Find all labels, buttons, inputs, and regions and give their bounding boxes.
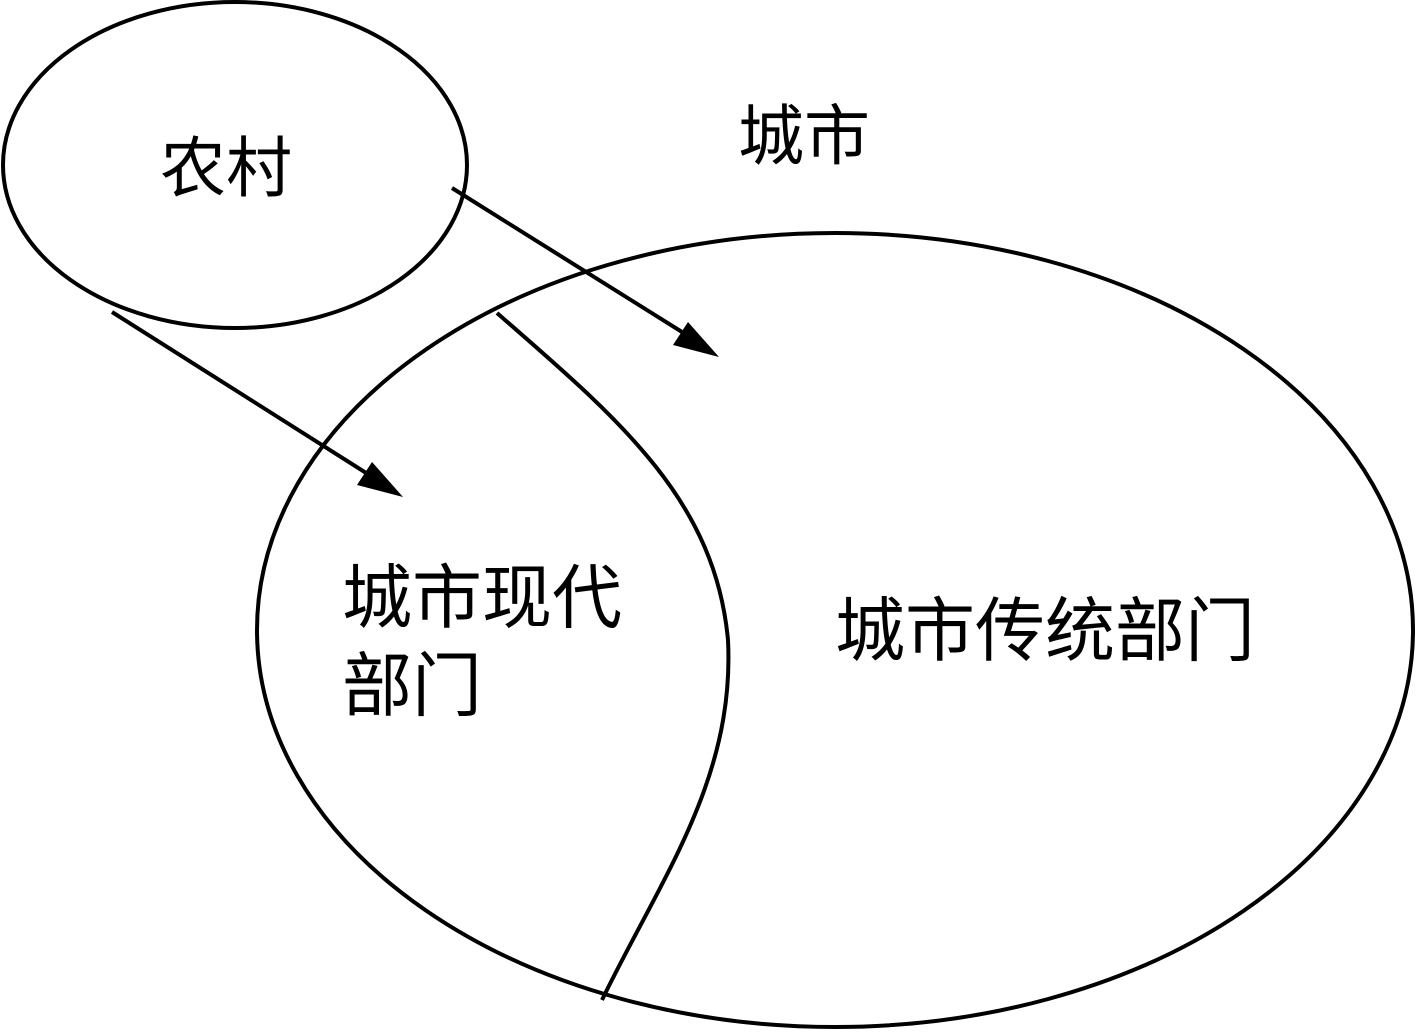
city-label: 城市 (738, 98, 870, 175)
modern-sector-label: 城市现代 部门 (342, 554, 622, 730)
arrow-rural-to-modern-head (357, 462, 403, 497)
arrow-rural-to-city-head (673, 322, 719, 357)
arrow-rural-to-modern-line (110, 310, 384, 485)
modern-sector-label-line1: 城市现代 (342, 557, 622, 639)
sector-divider-curve (495, 311, 731, 1001)
rural-ellipse (1, 0, 469, 330)
traditional-sector-label: 城市传统部门 (835, 590, 1255, 672)
rural-label: 农村 (160, 130, 292, 207)
arrow-rural-to-city-line (450, 186, 700, 344)
modern-sector-label-line2: 部门 (342, 645, 482, 727)
city-ellipse (255, 231, 1415, 1029)
